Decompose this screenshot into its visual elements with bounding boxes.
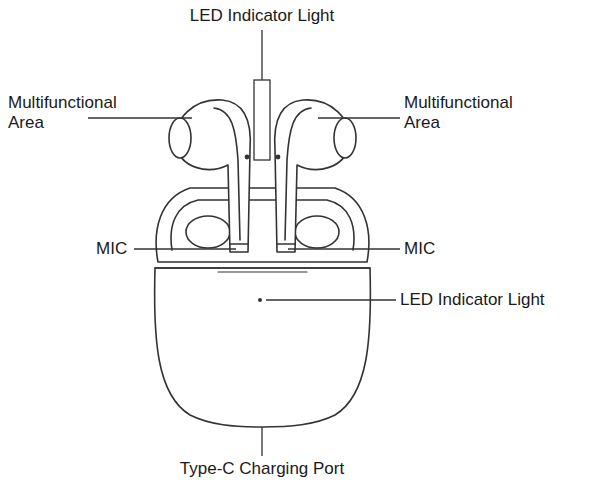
part-label: LED Indicator Light (400, 290, 545, 310)
part-label: MIC (404, 239, 435, 259)
part-label: Multifunctional Area (404, 93, 534, 133)
earbud-right-inner (285, 108, 311, 240)
case-body (155, 268, 371, 427)
part-label: MIC (96, 239, 127, 259)
leader-line (266, 299, 396, 300)
case-notch (218, 271, 307, 272)
part-label: Type-C Charging Port (180, 459, 344, 479)
earbud-led (276, 155, 279, 158)
leader-bracket (254, 80, 270, 160)
eartip-left (169, 118, 191, 158)
leader-line (88, 117, 192, 118)
mic-right (277, 243, 295, 245)
case-seam (155, 267, 370, 269)
earbud-left-inner (214, 108, 240, 240)
case-led (258, 298, 262, 302)
part-label: LED Indicator Light (190, 6, 335, 26)
case-tray (156, 188, 369, 262)
eartip-right (334, 118, 356, 158)
mic-left (230, 243, 248, 245)
leader-line (134, 248, 236, 249)
leader-line (261, 427, 262, 456)
part-label: Multifunctional Area (8, 93, 138, 133)
tray-inner (171, 200, 354, 250)
earbud-slot-left (186, 216, 230, 248)
leader-line (288, 248, 400, 249)
earbud-slot-right (295, 216, 339, 248)
leader-line (318, 117, 400, 118)
leader-line (261, 30, 262, 80)
earbud-led (245, 155, 248, 158)
